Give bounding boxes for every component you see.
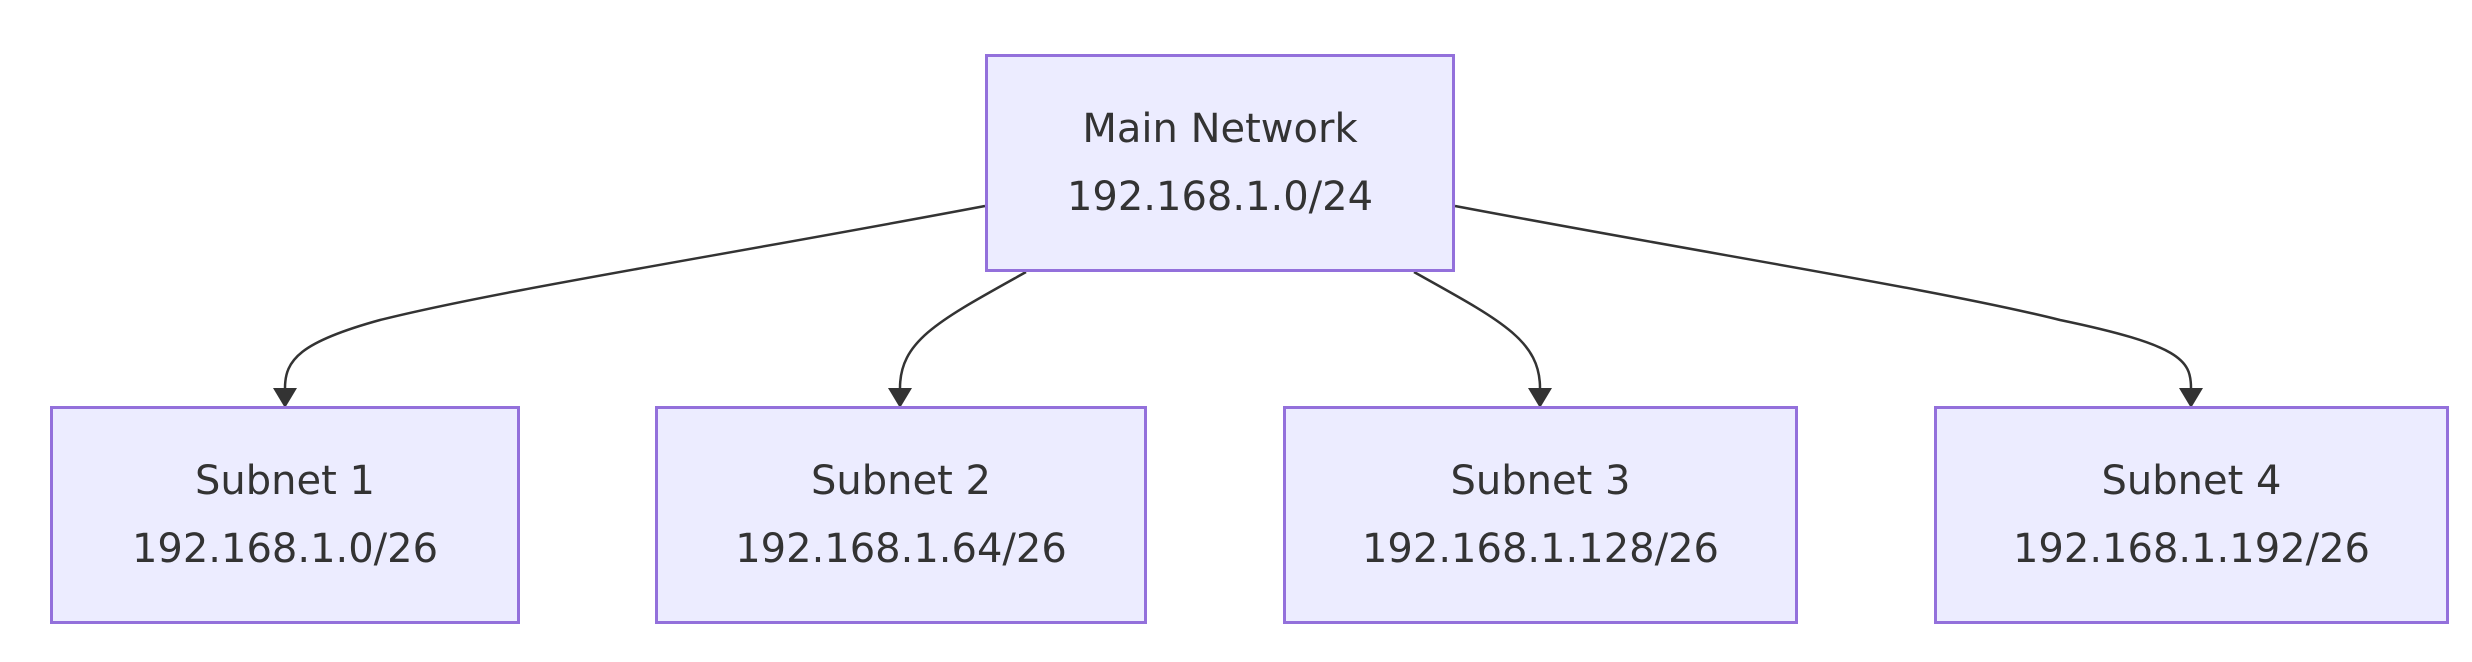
node-subnet-2: Subnet 2 192.168.1.64/26 — [655, 406, 1147, 624]
node-subnet-1: Subnet 1 192.168.1.0/26 — [50, 406, 520, 624]
edge-main-to-subnet-3 — [1413, 270, 1552, 408]
node-subnet-4-name: Subnet 4 — [2101, 458, 2282, 504]
node-subnet-1-name: Subnet 1 — [195, 458, 375, 504]
node-subnet-3-cidr: 192.168.1.128/26 — [1361, 526, 1719, 572]
node-subnet-4: Subnet 4 192.168.1.192/26 — [1934, 406, 2449, 624]
edge-main-to-subnet-2 — [888, 270, 1027, 408]
edge-main-to-subnet-4 — [1454, 204, 2203, 408]
node-subnet-3-name: Subnet 3 — [1450, 458, 1631, 504]
node-subnet-2-name: Subnet 2 — [811, 458, 991, 504]
node-main-network: Main Network 192.168.1.0/24 — [985, 54, 1455, 272]
node-subnet-3: Subnet 3 192.168.1.128/26 — [1283, 406, 1798, 624]
node-main-network-name: Main Network — [1082, 106, 1358, 152]
node-main-network-cidr: 192.168.1.0/24 — [1066, 174, 1374, 220]
edge-main-to-subnet-1 — [273, 204, 986, 408]
node-subnet-2-cidr: 192.168.1.64/26 — [735, 526, 1067, 572]
node-subnet-1-cidr: 192.168.1.0/26 — [131, 526, 439, 572]
node-subnet-4-cidr: 192.168.1.192/26 — [2012, 526, 2370, 572]
